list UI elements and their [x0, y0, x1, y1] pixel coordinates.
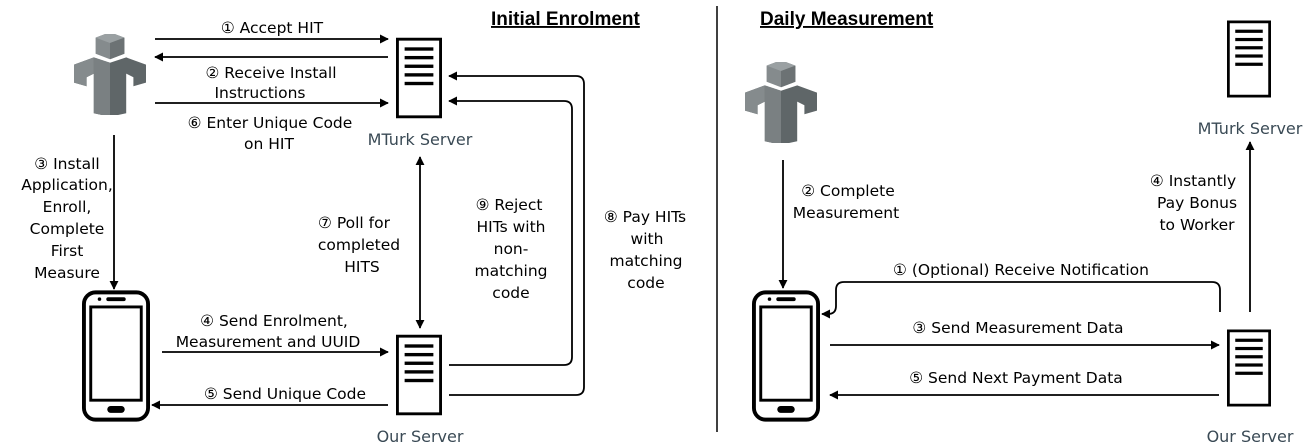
step-2-label: ② Receive Install Instructions	[205, 64, 336, 102]
svg-text:HITs with: HITs with	[476, 218, 545, 236]
svg-text:Pay Bonus: Pay Bonus	[1157, 194, 1237, 212]
svg-text:Measurement: Measurement	[793, 204, 899, 222]
svg-text:⑦ Poll for: ⑦ Poll for	[318, 214, 391, 232]
daily-mturk-server-label: MTurk Server	[1198, 119, 1303, 138]
svg-text:matching: matching	[610, 252, 683, 270]
svg-text:matching: matching	[475, 262, 548, 280]
svg-text:with: with	[631, 230, 664, 248]
svg-text:③ Send Measurement Data: ③ Send Measurement Data	[912, 319, 1123, 337]
our-server-icon	[396, 334, 442, 416]
daily-arrow-notification	[821, 281, 1221, 319]
mturk-server-icon	[396, 37, 442, 119]
daily-our-server-label: Our Server	[1207, 427, 1294, 446]
svg-text:④ Instantly: ④ Instantly	[1150, 172, 1236, 190]
daily-step-4-label: ④ Instantly Pay Bonus to Worker	[1150, 172, 1237, 234]
svg-text:to Worker: to Worker	[1159, 216, 1235, 234]
step-1-label: ① Accept HIT	[221, 19, 324, 37]
arrow-pay-hits	[448, 71, 585, 396]
svg-text:② Receive Install: ② Receive Install	[205, 64, 336, 82]
svg-text:③ Install: ③ Install	[34, 155, 99, 173]
svg-text:⑨ Reject: ⑨ Reject	[476, 196, 543, 214]
svg-text:Measurement and UUID: Measurement and UUID	[176, 333, 361, 351]
worker-icon	[74, 34, 146, 115]
daily-step-5-label: ⑤ Send Next Payment Data	[909, 369, 1123, 387]
svg-text:HITS: HITS	[344, 258, 380, 276]
svg-text:non-: non-	[494, 240, 529, 258]
svg-text:code: code	[627, 274, 664, 292]
daily-measurement-heading: Daily Measurement	[760, 9, 934, 30]
svg-text:④ Send Enrolment,: ④ Send Enrolment,	[200, 312, 348, 330]
mturk-server-label: MTurk Server	[368, 130, 473, 149]
step-9-label: ⑨ Reject HITs with non- matching code	[475, 196, 548, 302]
step-4-label: ④ Send Enrolment, Measurement and UUID	[176, 312, 361, 351]
svg-text:First: First	[51, 242, 84, 260]
step-8-label: ⑧ Pay HITs with matching code	[604, 208, 686, 292]
phone-icon	[82, 290, 150, 422]
svg-text:⑧ Pay HITs: ⑧ Pay HITs	[604, 208, 686, 226]
arrow-reject-hits	[448, 96, 573, 366]
daily-phone-icon	[752, 290, 820, 422]
svg-text:Measure: Measure	[34, 264, 100, 282]
svg-text:① (Optional) Receive Notificat: ① (Optional) Receive Notification	[893, 261, 1149, 279]
our-server-label: Our Server	[377, 427, 464, 446]
svg-text:⑤ Send Next Payment Data: ⑤ Send Next Payment Data	[909, 369, 1123, 387]
svg-text:Application,: Application,	[21, 176, 113, 194]
svg-text:⑥ Enter Unique Code: ⑥ Enter Unique Code	[188, 114, 353, 132]
svg-text:① Accept HIT: ① Accept HIT	[221, 19, 324, 37]
svg-text:Instructions: Instructions	[214, 84, 305, 102]
daily-step-1-label: ① (Optional) Receive Notification	[893, 261, 1149, 279]
daily-our-server-icon	[1227, 329, 1271, 407]
daily-mturk-server-icon	[1227, 20, 1271, 98]
step-6-label: ⑥ Enter Unique Code on HIT	[188, 114, 353, 153]
initial-enrolment-heading: Initial Enrolment	[491, 9, 641, 30]
daily-worker-icon	[745, 62, 817, 143]
svg-text:completed: completed	[318, 236, 400, 254]
svg-text:② Complete: ② Complete	[801, 182, 895, 200]
daily-step-2-label: ② Complete Measurement	[793, 182, 899, 222]
daily-step-3-label: ③ Send Measurement Data	[912, 319, 1123, 337]
step-3-label: ③ Install Application, Enroll, Complete …	[21, 155, 113, 282]
svg-text:on HIT: on HIT	[244, 135, 294, 153]
step-7-label: ⑦ Poll for completed HITS	[318, 214, 400, 276]
svg-text:Complete: Complete	[30, 220, 105, 238]
step-5-label: ⑤ Send Unique Code	[204, 385, 366, 403]
svg-text:Enroll,: Enroll,	[43, 198, 92, 216]
svg-text:code: code	[492, 284, 529, 302]
svg-text:⑤ Send Unique Code: ⑤ Send Unique Code	[204, 385, 366, 403]
